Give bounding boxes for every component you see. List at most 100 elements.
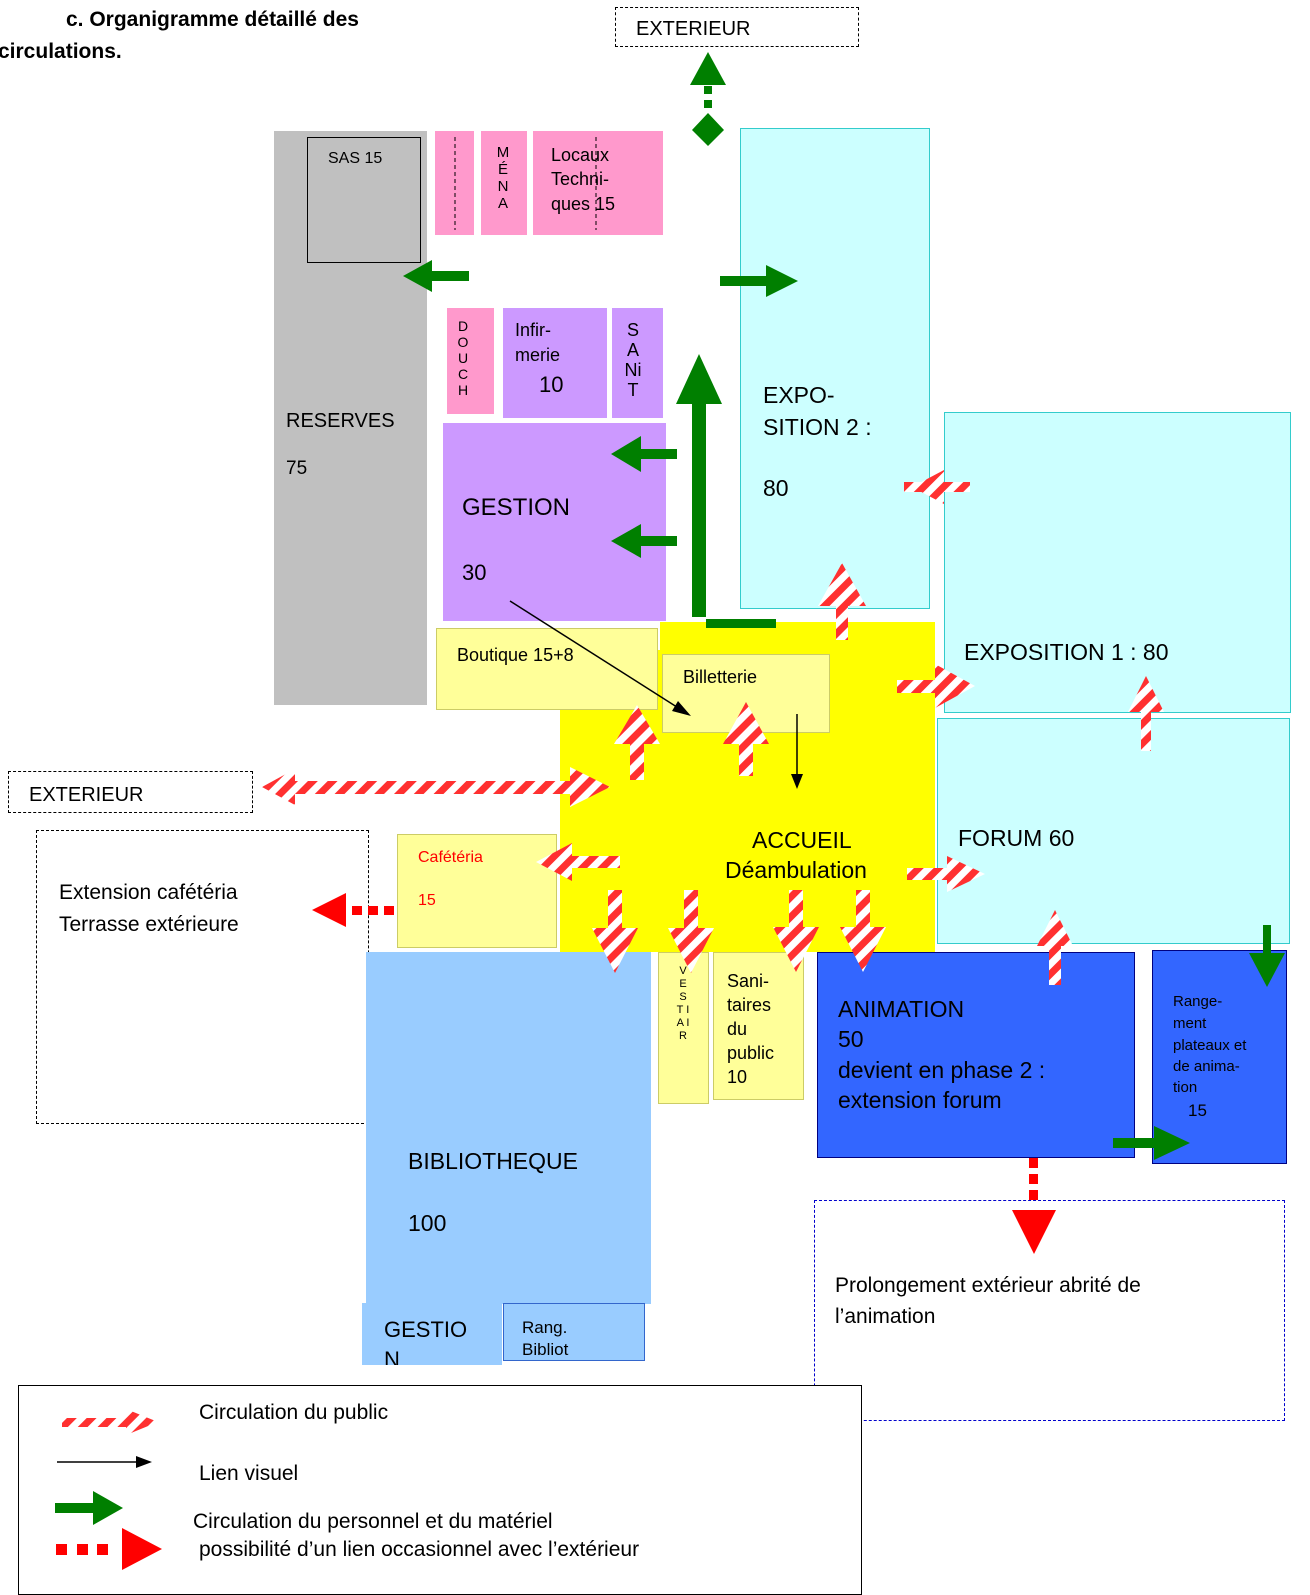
- green-dashed-arrow-top: [690, 52, 726, 146]
- exposition-1-label: EXPOSITION 1 : 80: [964, 639, 1169, 665]
- reserves-label: RESERVES: [286, 410, 395, 432]
- menage-label: M É N A: [496, 144, 510, 212]
- title-line-1: c. Organigramme détaillé des: [66, 8, 359, 31]
- menage-block: M É N A: [481, 131, 527, 235]
- public-arrow-right-expo1: [897, 664, 975, 708]
- legend-public-symbol: [62, 1409, 158, 1435]
- rangement-label-5: tion: [1173, 1079, 1198, 1096]
- sanitaires-label-4: public: [727, 1043, 775, 1063]
- legend-exterieur-label: possibilité d’un lien occasionnel avec l…: [199, 1538, 640, 1561]
- sanitaires-area: 10: [727, 1067, 748, 1087]
- exposition-2-area: 80: [763, 475, 789, 501]
- legend-personnel-symbol: [55, 1491, 123, 1525]
- public-arrow-up-1: [614, 705, 660, 780]
- exposition-2-label-1: EXPO-: [763, 382, 835, 408]
- rangement-area: 15: [1188, 1101, 1207, 1120]
- bibliotheque-area: 100: [408, 1210, 447, 1236]
- red-dashed-arrow-cafeteria: [312, 893, 394, 927]
- sas-label: SAS 15: [328, 150, 383, 167]
- locaux-label-3: ques 15: [551, 194, 616, 214]
- green-arrow-up-corridor: [676, 354, 776, 628]
- accueil-label-2: Déambulation: [725, 857, 867, 883]
- legend-public-label: Circulation du public: [199, 1401, 389, 1424]
- accueil-top-extension: [660, 622, 935, 652]
- vestiaire-block: V E S T I A I R: [658, 952, 709, 1104]
- green-arrow-left-gestion-1: [611, 436, 677, 472]
- forum-label: FORUM 60: [958, 825, 1075, 851]
- billetterie-label: Billetterie: [683, 667, 758, 687]
- exterieur-top-box: EXTERIEUR: [615, 7, 859, 47]
- green-arrow-right-expo2: [720, 265, 798, 297]
- gestion-label: GESTION: [462, 494, 571, 521]
- title-line-2: circulations.: [0, 40, 122, 63]
- infirmerie-label-2: merie: [515, 345, 561, 365]
- rangement-label-4: de anima-: [1173, 1058, 1240, 1075]
- forum-block: FORUM 60: [937, 718, 1290, 944]
- boutique-label: Boutique 15+8: [457, 645, 574, 665]
- sanitaires-label-3: du: [727, 1019, 748, 1039]
- cafeteria-block: Cafétéria 15: [397, 834, 557, 948]
- exposition-2-label-2: SITION 2 :: [763, 414, 872, 440]
- green-arrow-right-animation: [1113, 1126, 1190, 1160]
- green-arrow-down-rangement: [1249, 925, 1285, 987]
- rangement-block: Range- ment plateaux et de anima- tion 1…: [1152, 950, 1287, 1164]
- accueil-label-1: ACCUEIL: [752, 827, 852, 853]
- green-arrow-left-gestion-2: [611, 524, 677, 558]
- extension-cafeteria-label-1: Extension cafétéria: [59, 881, 238, 904]
- prolongement-box: Prolongement extérieur abrité de l’anima…: [814, 1200, 1285, 1421]
- sas-block: SAS 15: [307, 137, 421, 263]
- infirmerie-label-1: Infir-: [515, 320, 551, 340]
- public-arrow-exterieur-accueil: [262, 767, 610, 807]
- reserves-block: RESERVES 75: [274, 131, 427, 705]
- exterieur-left-box: EXTERIEUR: [8, 771, 253, 813]
- sanitaires-label-2: taires: [727, 995, 772, 1015]
- infirmerie-block: Infir- merie 10: [503, 308, 607, 418]
- legend-visuel-label: Lien visuel: [199, 1462, 299, 1485]
- public-arrow-down-sanitaires: [773, 890, 819, 972]
- infirmerie-area: 10: [539, 372, 564, 397]
- vestiaire-label: V E S T I A I R: [676, 965, 690, 1042]
- green-arrow-left-reserves: [403, 260, 469, 292]
- public-arrow-expo2-expo1: [904, 470, 970, 504]
- rang-biblio-block: Rang. Bibliot: [503, 1303, 645, 1361]
- gestion-biblio-label: GESTIO N: [384, 1317, 468, 1365]
- extension-cafeteria-box: Extension cafétéria Terrasse extérieure: [36, 830, 369, 1124]
- rangement-label-3: plateaux et: [1173, 1037, 1247, 1054]
- prolongement-label-1: Prolongement extérieur abrité de: [835, 1274, 1141, 1297]
- legend-box: Circulation du public Lien visuel Circul…: [18, 1385, 862, 1595]
- animation-label-4: extension forum: [838, 1087, 1002, 1113]
- black-arrow-gestion-billetterie: [509, 600, 691, 716]
- sanit-block: S A Ni T: [612, 308, 663, 418]
- red-dashed-arrow-animation: [1012, 1158, 1056, 1254]
- sanitaires-label-1: Sani-: [727, 971, 770, 991]
- public-arrow-left-cafeteria: [536, 843, 620, 881]
- exposition-1-block: EXPOSITION 1 : 80: [944, 412, 1291, 713]
- rang-biblio-label-2: Bibliot: [522, 1340, 569, 1359]
- exterieur-top-label: EXTERIEUR: [636, 18, 751, 40]
- rangement-label-2: ment: [1173, 1015, 1207, 1032]
- locaux-label-2: Techni-: [551, 169, 610, 189]
- extension-cafeteria-label-2: Terrasse extérieure: [59, 913, 239, 936]
- public-arrow-up-2: [723, 702, 769, 776]
- legend-personnel-label: Circulation du personnel et du matériel: [193, 1510, 553, 1533]
- locaux-techniques-block: Locaux Techni- ques 15: [533, 131, 663, 235]
- rang-biblio-label-1: Rang.: [522, 1318, 568, 1337]
- exterieur-left-label: EXTERIEUR: [29, 784, 144, 806]
- animation-label-2: 50: [838, 1026, 864, 1052]
- reserves-area: 75: [286, 458, 308, 479]
- public-arrow-right-forum: [907, 856, 985, 892]
- public-arrow-down-animation: [840, 890, 886, 972]
- douch-label: D O U C H: [457, 318, 469, 398]
- bibliotheque-label: BIBLIOTHEQUE: [408, 1148, 578, 1174]
- pink-room-1: [434, 131, 474, 235]
- bibliotheque-block: BIBLIOTHEQUE 100: [366, 952, 651, 1304]
- cafeteria-label: Cafétéria: [418, 849, 483, 866]
- animation-block: ANIMATION 50 devient en phase 2 : extens…: [817, 952, 1135, 1158]
- exposition-2-block: EXPO- SITION 2 : 80: [740, 128, 930, 609]
- locaux-label-1: Locaux: [551, 145, 610, 165]
- animation-label-3: devient en phase 2 :: [838, 1057, 1046, 1083]
- public-arrow-up-expo2: [818, 563, 866, 640]
- rangement-label-1: Range-: [1173, 993, 1223, 1010]
- douch-block: D O U C H: [447, 308, 494, 414]
